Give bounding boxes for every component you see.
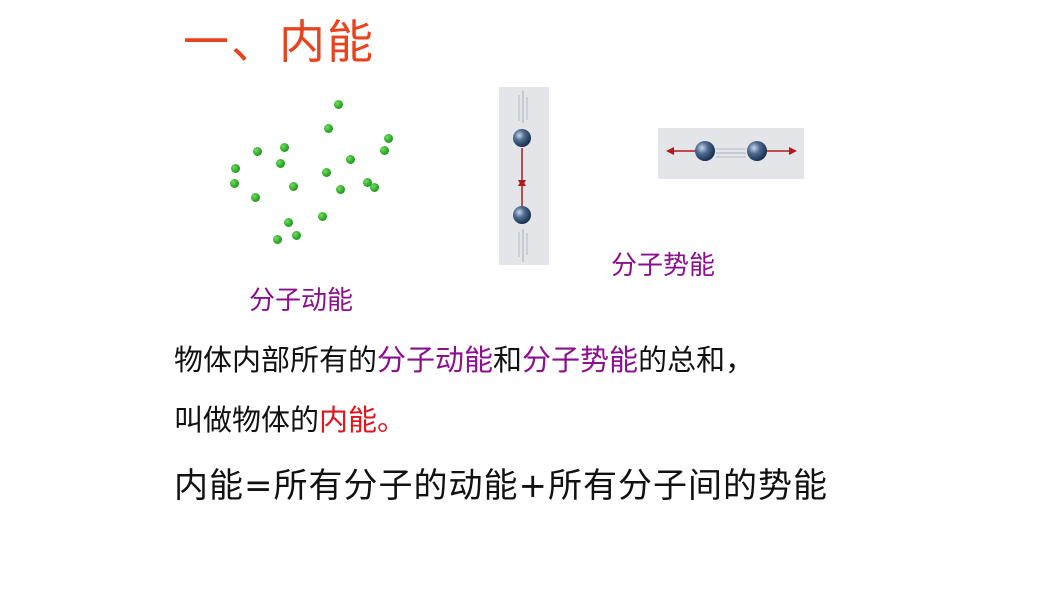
molecule-dot [380, 146, 389, 155]
molecule-dot [284, 218, 293, 227]
molecule-dot [384, 134, 393, 143]
molecule-dot [280, 143, 289, 152]
molecule-dot [334, 100, 343, 109]
period-mark: 。 [377, 403, 407, 437]
kinetic-energy-label: 分子动能 [249, 286, 354, 316]
molecule-dot [336, 185, 345, 194]
definition-line-1: 物体内部所有的分子动能和分子势能的总和， [174, 340, 754, 380]
molecule-dot [370, 183, 379, 192]
molecule-attraction-illustration [499, 87, 549, 265]
gas-molecules-illustration [222, 92, 402, 252]
molecule-dot [322, 168, 331, 177]
molecule-dot [289, 182, 298, 191]
molecule-dot [251, 193, 260, 202]
molecule-dot [273, 235, 282, 244]
internal-energy-formula: 内能=所有分子的动能+所有分子间的势能 [174, 466, 828, 506]
internal-energy-term: 内能 [319, 403, 378, 437]
kinetic-energy-term: 分子动能 [377, 343, 494, 377]
molecule-dot [231, 164, 240, 173]
molecule-dot [253, 147, 262, 156]
slide-title: 一、内能 [183, 15, 375, 69]
definition-text: 和 [493, 343, 523, 377]
molecule-dot [346, 155, 355, 164]
molecule-dot [363, 178, 372, 187]
molecule-dot [230, 179, 239, 188]
potential-energy-label: 分子势能 [611, 251, 716, 281]
attracting-molecules-icon [513, 91, 531, 262]
definition-line-2: 叫做物体的内能。 [174, 400, 406, 440]
molecule-dot [276, 159, 285, 168]
molecule-dot [324, 124, 333, 133]
molecule-dot [292, 231, 301, 240]
definition-text: 物体内部所有的 [174, 343, 378, 377]
definition-text: 叫做物体的 [174, 403, 320, 437]
definition-text: 的总和， [638, 343, 755, 377]
molecule-dot [318, 212, 327, 221]
molecule-repulsion-illustration [658, 128, 804, 179]
repelling-molecules-icon [666, 141, 797, 161]
potential-energy-term: 分子势能 [522, 343, 639, 377]
